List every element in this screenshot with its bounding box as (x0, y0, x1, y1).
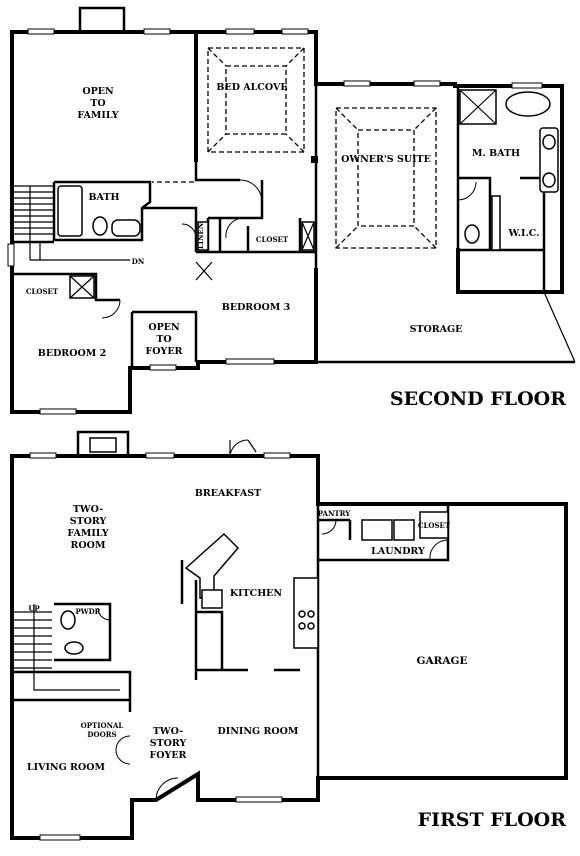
sink-icon (111, 219, 141, 237)
first-floor-plan: BREAKFAST TWO- STORY FAMILY ROOM PANTRY … (10, 430, 568, 841)
label-m-bath: M. BATH (472, 148, 520, 159)
owners-suite-tray (357, 129, 415, 227)
label-open-to-family-1: OPEN (82, 86, 114, 97)
label-family-room-1: TWO- (73, 504, 103, 515)
label-owners-suite: OWNER'S SUITE (341, 154, 431, 165)
label-closet: CLOSET (418, 521, 451, 530)
bed-alcove-ceiling (207, 47, 305, 153)
first-floor-windows (29, 452, 291, 841)
label-laundry: LAUNDRY (371, 546, 425, 557)
label-closet-bed2: CLOSET (26, 287, 59, 296)
label-pwdr: PWDR (75, 607, 100, 616)
label-breakfast: BREAKFAST (195, 488, 261, 499)
second-floor-plan: OPEN TO FAMILY BED ALCOVE OWNER'S SUITE … (7, 6, 576, 415)
label-linen: LINEN (196, 222, 205, 249)
owners-suite-ceiling (335, 107, 437, 249)
second-floor-interior-walls (12, 84, 546, 368)
toilet-icon (92, 216, 108, 236)
rail-dashed (152, 160, 197, 183)
label-family-room-3: FAMILY (67, 528, 109, 539)
label-storage: STORAGE (410, 324, 463, 335)
label-kitchen: KITCHEN (230, 588, 283, 599)
linen-closet (197, 221, 209, 251)
tub-icon (505, 91, 551, 117)
label-closet-hall: CLOSET (256, 235, 289, 244)
second-floor-windows (7, 28, 543, 415)
column-marker (311, 156, 318, 163)
label-open-to-foyer-2: TO (156, 334, 171, 345)
bathtub-icon (57, 185, 83, 237)
bed-alcove-tray (225, 65, 287, 135)
toilet-icon (60, 610, 76, 630)
label-open-to-foyer-1: OPEN (148, 322, 180, 333)
stairs-second-floor (12, 185, 130, 261)
label-optional-doors-2: DOORS (87, 730, 116, 739)
label-family-room-4: ROOM (71, 540, 106, 551)
door-swing (239, 179, 263, 203)
toilet-icon (464, 224, 480, 244)
label-bath: BATH (89, 192, 120, 203)
label-dining-room: DINING ROOM (218, 726, 299, 737)
sink-icon (64, 641, 84, 655)
label-living-room: LIVING ROOM (27, 762, 105, 773)
second-floor-title: SECOND FLOOR (390, 388, 566, 410)
label-bedroom-2: BEDROOM 2 (38, 348, 106, 359)
label-open-to-family-2: TO (90, 98, 105, 109)
first-floor-title: FIRST FLOOR (418, 809, 567, 831)
label-dn: DN (132, 257, 145, 266)
chimney (78, 6, 126, 34)
kitchen-island (184, 532, 240, 599)
laundry-machine (361, 519, 393, 541)
label-pantry: PANTRY (318, 509, 351, 518)
label-bed-alcove: BED ALCOVE (216, 82, 287, 93)
label-foyer-1: TWO- (153, 726, 183, 737)
second-floor-exterior-wall (10, 30, 564, 414)
label-open-to-foyer-3: FOYER (146, 346, 183, 357)
label-bedroom-3: BEDROOM 3 (222, 302, 290, 313)
door-swing (229, 439, 249, 457)
label-family-room-2: STORY (70, 516, 107, 527)
label-up: UP (28, 604, 40, 613)
sink-icon (201, 589, 223, 609)
label-wic: W.I.C. (508, 228, 540, 239)
label-foyer-2: STORY (150, 738, 187, 749)
label-optional-doors-1: OPTIONAL (81, 721, 124, 730)
storage-roof-edge (543, 291, 576, 363)
label-foyer-3: FOYER (150, 750, 187, 761)
label-garage: GARAGE (417, 655, 468, 667)
label-open-to-family-3: FAMILY (77, 110, 119, 121)
stairs-first-floor (14, 604, 120, 691)
